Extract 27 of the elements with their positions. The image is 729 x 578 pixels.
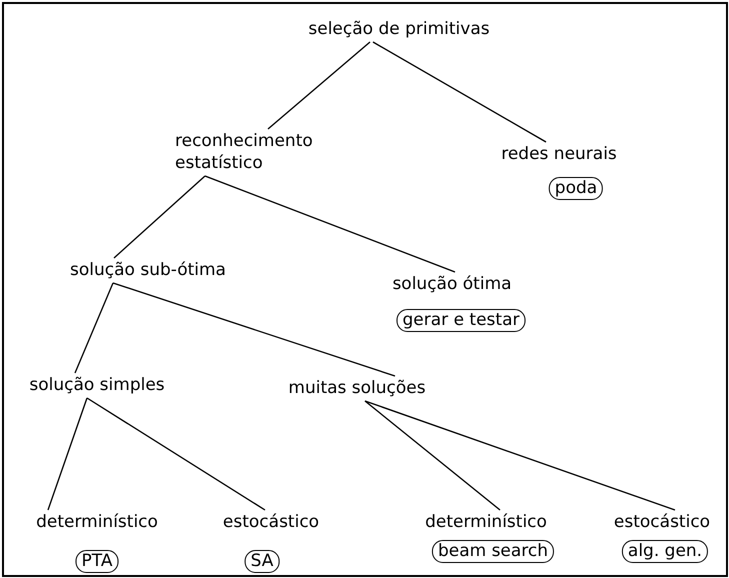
tree-node-label: estocástico bbox=[614, 511, 710, 533]
tree-branch-line bbox=[364, 400, 676, 511]
method-pill: beam search bbox=[432, 540, 554, 563]
tree-node-label: redes neurais bbox=[501, 143, 617, 165]
method-pill: gerar e testar bbox=[396, 309, 526, 332]
method-pill: alg. gen. bbox=[622, 540, 708, 563]
tree-node-label: determinístico bbox=[425, 511, 547, 533]
tree-node-label: muitas soluções bbox=[288, 377, 426, 399]
tree-branch-line bbox=[86, 397, 266, 511]
method-pill: SA bbox=[244, 550, 280, 573]
method-pill: PTA bbox=[76, 550, 118, 573]
tree-node-label: seleção de primitivas bbox=[308, 18, 490, 40]
tree-branch-line bbox=[47, 398, 88, 510]
tree-branch-line bbox=[364, 400, 500, 510]
tree-node-label: solução ótima bbox=[392, 273, 512, 295]
tree-branch-line bbox=[74, 282, 114, 374]
tree-node-label: reconhecimento estatístico bbox=[175, 130, 345, 174]
tree-node-label: estocástico bbox=[222, 511, 320, 533]
tree-node-label: determinístico bbox=[36, 511, 158, 533]
tree-branch-line bbox=[114, 176, 206, 258]
tree-node-label: solução sub-ótima bbox=[70, 259, 226, 281]
tree-branch-line bbox=[268, 42, 370, 130]
tree-node-label: solução simples bbox=[29, 374, 165, 396]
tree-branch-line bbox=[112, 282, 396, 377]
tree-branch-line bbox=[372, 41, 546, 143]
method-pill: poda bbox=[548, 177, 604, 200]
tree-branch-line bbox=[204, 175, 456, 273]
